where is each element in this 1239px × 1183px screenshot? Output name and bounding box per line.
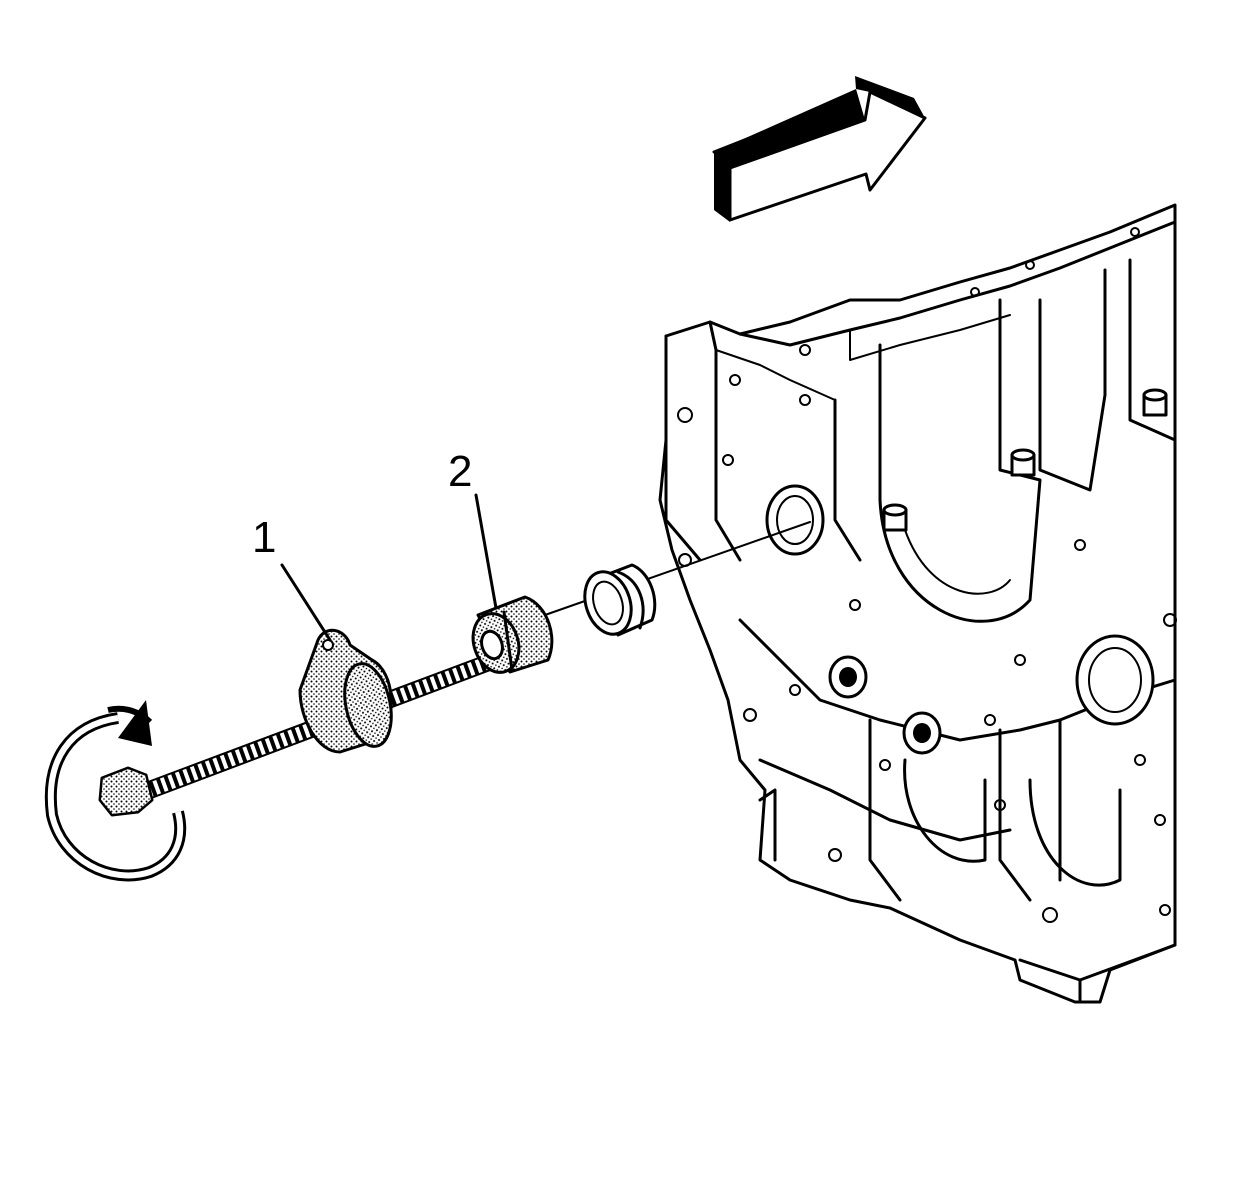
camshaft-bearing [583,563,657,637]
callout-label-1: 1 [252,513,276,562]
block-holes [677,227,1177,923]
guide-plate [298,629,393,754]
callout-2: 2 [448,447,498,610]
callout-1: 1 [252,513,332,642]
bearing-adapter [471,595,554,674]
bolt-head [98,766,154,817]
leader-line-1 [280,563,332,642]
direction-arrow-icon [712,76,927,222]
engine-block [658,203,1177,1004]
leader-line-2 [474,493,498,610]
callout-label-2: 2 [448,447,472,496]
cap-bolt [1142,388,1168,417]
cap-bolt [882,503,908,532]
cap-bolt [1010,448,1036,477]
rotation-arrow-icon [44,700,187,882]
